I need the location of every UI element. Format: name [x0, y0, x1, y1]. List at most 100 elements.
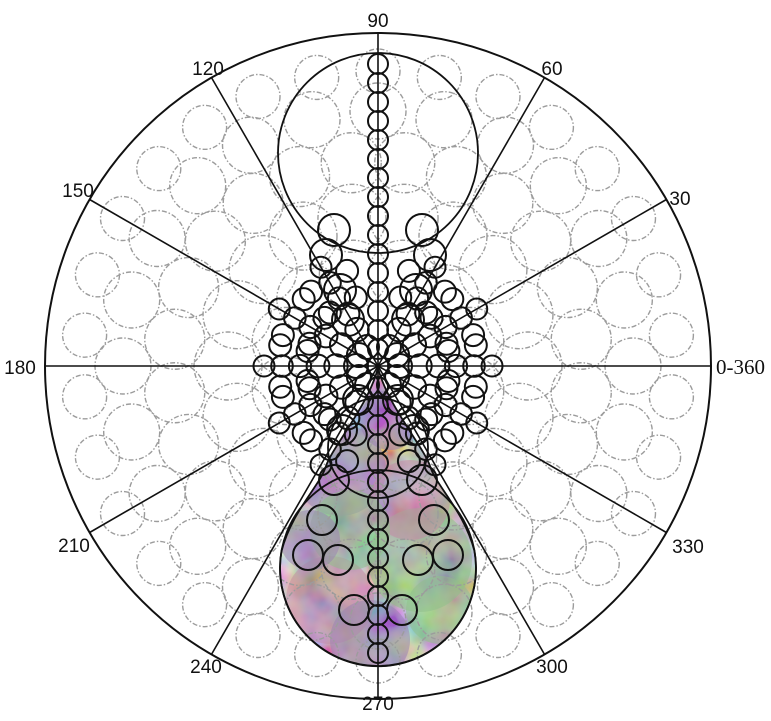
spoke-240: [210, 365, 379, 655]
dark-circle: [434, 376, 459, 401]
faint-circle: [228, 234, 298, 305]
faint-circle: [570, 464, 628, 523]
dark-circle: [267, 297, 291, 321]
dark-circle: [268, 374, 293, 399]
angle-label-120: 120: [192, 59, 224, 80]
faint-circle: [61, 312, 108, 358]
faint-circle: [416, 631, 463, 678]
faint-circle: [574, 145, 620, 192]
dark-circle: [317, 213, 351, 247]
faint-circle: [74, 252, 121, 298]
faint-circle: [320, 132, 382, 194]
spoke-210: [89, 365, 379, 534]
dark-circle: [391, 303, 425, 337]
angle-label-240: 240: [190, 657, 222, 678]
faint-circle: [475, 73, 521, 120]
faint-circle: [550, 308, 612, 370]
faint-circle: [509, 210, 572, 272]
dark-circle: [480, 354, 504, 378]
dark-circle: [432, 279, 457, 304]
faint-circle: [416, 54, 463, 101]
faint-circle: [529, 156, 588, 215]
spoke-150: [89, 198, 379, 367]
faint-circle: [144, 308, 206, 370]
faint-circle: [268, 461, 338, 531]
faint-circle: [181, 581, 228, 628]
dark-circle: [291, 287, 316, 312]
faint-circle: [74, 434, 121, 480]
faint-circle: [648, 374, 695, 420]
faint-circle: [574, 540, 620, 587]
dark-circle: [335, 258, 360, 283]
faint-circle: [529, 517, 588, 576]
shade-tint-blob: [370, 460, 450, 540]
dark-circle: [432, 539, 464, 571]
spoke-30: [377, 198, 667, 367]
lower-mid-circle: [327, 397, 429, 499]
dark-circle: [461, 384, 486, 409]
dark-circle: [465, 297, 489, 321]
dark-circle: [317, 407, 342, 432]
dark-circle: [292, 539, 324, 571]
angle-labels: 0-360 30 60 90 120 150 180 210 240 270 3…: [4, 11, 765, 715]
angle-label-60: 60: [541, 59, 562, 80]
faint-circle: [374, 132, 436, 194]
faint-circle: [293, 631, 340, 678]
faint-circle: [320, 538, 382, 600]
dark-circle: [287, 353, 313, 379]
faint-circle: [157, 413, 220, 476]
dark-circle: [335, 301, 361, 327]
faint-circle: [528, 104, 575, 151]
dark-circle: [382, 384, 414, 416]
faint-circle: [168, 156, 227, 215]
dark-circle: [398, 414, 430, 446]
dark-circle: [423, 255, 447, 279]
spoke-330: [377, 365, 667, 534]
dark-circle: [338, 594, 370, 626]
dark-circle: [463, 374, 488, 399]
dark-circle: [312, 402, 337, 427]
faint-circle: [202, 279, 272, 350]
dark-circle: [414, 407, 439, 432]
faint-circle: [128, 464, 186, 523]
angle-label-180: 180: [4, 358, 36, 379]
dark-circle: [343, 353, 369, 379]
angle-label-300: 300: [536, 657, 568, 678]
dark-circle: [297, 376, 322, 401]
faint-circle: [509, 460, 572, 522]
upper-large-circle: [277, 52, 479, 254]
faint-circle: [458, 427, 528, 498]
faint-circle: [61, 374, 108, 420]
faint-circle: [648, 312, 695, 358]
faint-circle: [144, 362, 206, 424]
faint-circle: [472, 497, 534, 560]
dark-circle: [401, 332, 428, 358]
faint-circle: [102, 403, 161, 461]
dark-circle: [367, 338, 389, 360]
dark-circle: [465, 411, 489, 435]
faint-circle: [157, 256, 220, 319]
dark-circle: [270, 384, 295, 409]
dark-circle: [313, 383, 339, 409]
faint-circle: [99, 490, 146, 537]
outer-boundary-circle: [44, 32, 712, 700]
faint-circle: [536, 413, 599, 476]
teardrop-outline: [279, 364, 477, 668]
dark-circle: [443, 353, 469, 379]
dark-circle: [419, 402, 444, 427]
dark-circle: [419, 305, 444, 330]
spoke-120: [210, 77, 379, 367]
faint-circle: [268, 524, 331, 587]
faint-circle: [635, 434, 682, 480]
angle-label-90: 90: [367, 11, 388, 32]
dark-circle: [440, 420, 465, 445]
dark-circle: [461, 323, 486, 348]
angle-label-210: 210: [58, 536, 90, 557]
dark-circle: [252, 354, 276, 378]
dark-circle: [395, 301, 421, 327]
angle-label-0-360: 0-360: [716, 355, 765, 379]
faint-circle: [570, 209, 628, 268]
dark-circle: [309, 255, 333, 279]
faint-circle: [235, 73, 281, 120]
